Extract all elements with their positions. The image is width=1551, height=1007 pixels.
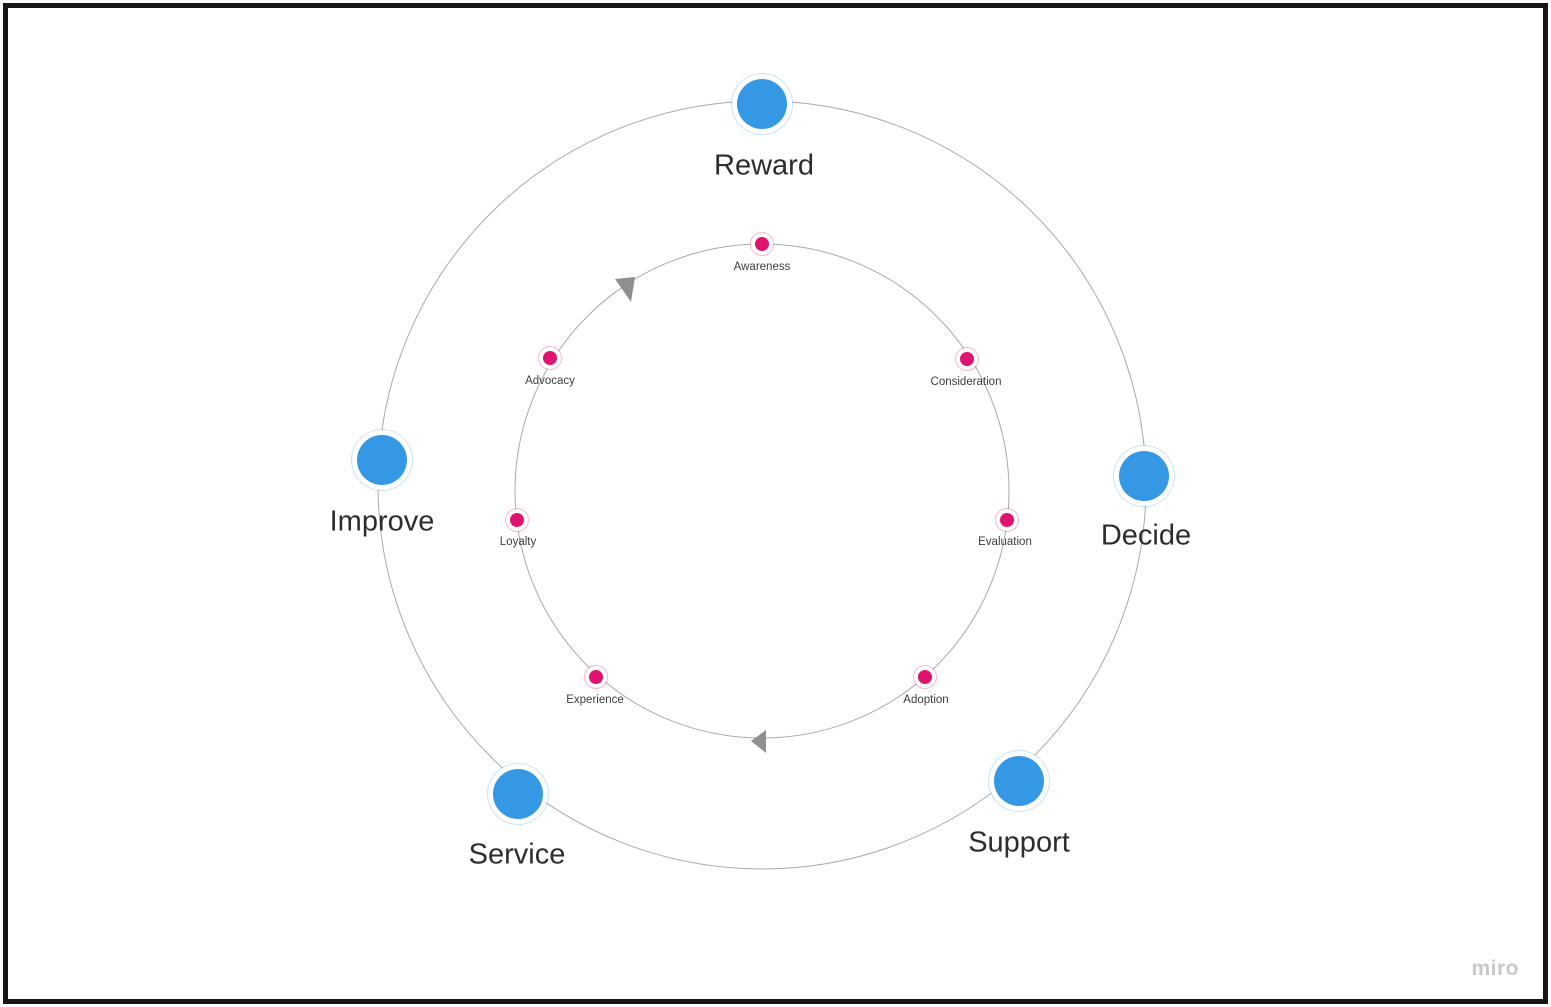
- stage-label-reward[interactable]: Reward: [714, 149, 814, 182]
- step-label-loyalty[interactable]: Loyalty: [499, 536, 537, 548]
- step-label-evaluation[interactable]: Evaluation: [978, 536, 1032, 548]
- step-label-advocacy[interactable]: Advocacy: [525, 375, 575, 387]
- stage-node-service[interactable]: [493, 769, 543, 819]
- step-label-experience[interactable]: Experience: [566, 694, 624, 706]
- step-dot-evaluation[interactable]: [1000, 513, 1014, 527]
- inner-ring-circle[interactable]: [514, 243, 1010, 739]
- step-dot-loyalty[interactable]: [510, 513, 524, 527]
- stage-node-decide[interactable]: [1119, 451, 1169, 501]
- outer-ring-circle[interactable]: [377, 100, 1147, 870]
- stage-label-service[interactable]: Service: [468, 838, 566, 871]
- stage-label-improve[interactable]: Improve: [329, 505, 435, 538]
- step-label-consideration[interactable]: Consideration: [930, 376, 1002, 388]
- step-dot-advocacy[interactable]: [543, 351, 557, 365]
- stage-node-support[interactable]: [994, 756, 1044, 806]
- step-dot-awareness[interactable]: [755, 237, 769, 251]
- step-label-awareness[interactable]: Awareness: [733, 261, 791, 273]
- step-label-adoption[interactable]: Adoption: [903, 694, 949, 706]
- stage-node-reward[interactable]: [737, 79, 787, 129]
- stage-label-support[interactable]: Support: [968, 826, 1070, 859]
- step-dot-experience[interactable]: [589, 670, 603, 684]
- step-dot-consideration[interactable]: [960, 352, 974, 366]
- flow-arrowhead-icon[interactable]: [615, 277, 635, 302]
- flow-arrowhead-icon[interactable]: [751, 730, 766, 753]
- miro-watermark: miro: [1471, 957, 1519, 980]
- stage-label-decide[interactable]: Decide: [1100, 519, 1192, 552]
- step-dot-adoption[interactable]: [918, 670, 932, 684]
- stage-node-improve[interactable]: [357, 435, 407, 485]
